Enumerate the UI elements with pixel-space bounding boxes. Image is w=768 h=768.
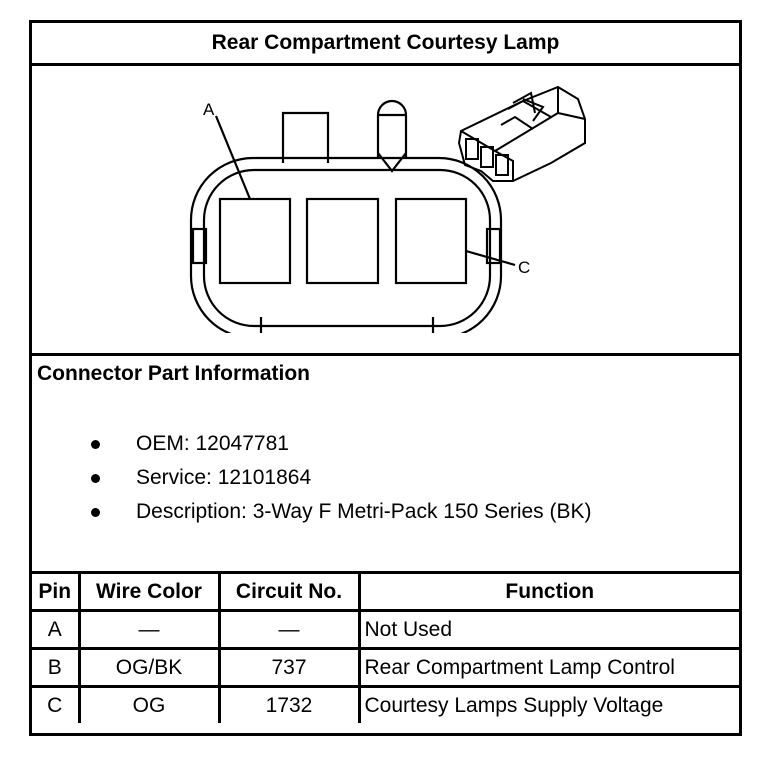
cavity-c — [394, 197, 468, 285]
connector-outer-shell — [189, 156, 503, 333]
connector-iso-view — [457, 85, 586, 182]
info-heading: Connector Part Information — [37, 362, 311, 385]
pin-table: Pin Wire Color Circuit No. Function A — … — [32, 571, 739, 723]
connector-face-drawing: A C — [189, 85, 586, 333]
latch-square — [281, 111, 330, 163]
cell-circuit-no: 737 — [217, 647, 361, 688]
connector-part-info: Connector Part Information OEM: 12047781… — [32, 356, 739, 571]
header-circuit-no: Circuit No. — [217, 571, 361, 612]
left-notch — [191, 227, 208, 265]
connector-sheet: Rear Compartment Courtesy Lamp — [29, 20, 742, 736]
info-list: OEM: 12047781 Service: 12101864 Descript… — [32, 430, 592, 532]
header-pin: Pin — [32, 571, 81, 612]
table-row: A — — Not Used — [32, 609, 739, 650]
connector-diagram: A C — [32, 66, 739, 353]
list-item: Description: 3-Way F Metri-Pack 150 Seri… — [32, 498, 592, 532]
bullet-icon — [91, 508, 100, 517]
connector-inner-shell — [202, 168, 492, 328]
header-function: Function — [357, 571, 739, 612]
cell-pin: B — [32, 647, 81, 688]
cell-wire-color: — — [77, 609, 221, 650]
table-header-row: Pin Wire Color Circuit No. Function — [32, 571, 739, 612]
cell-function: Not Used — [357, 609, 739, 650]
cell-circuit-no: 1732 — [217, 685, 361, 723]
leader-a — [214, 115, 252, 200]
leader-c — [465, 249, 516, 267]
bullet-icon — [91, 440, 100, 449]
cell-pin: A — [32, 609, 81, 650]
header-wire-color: Wire Color — [77, 571, 221, 612]
cell-pin: C — [32, 685, 81, 723]
page-title: Rear Compartment Courtesy Lamp — [32, 23, 739, 66]
cell-wire-color: OG — [77, 685, 221, 723]
bullet-icon — [91, 474, 100, 483]
key-post — [376, 99, 408, 158]
right-notch — [485, 227, 502, 265]
cell-function: Courtesy Lamps Supply Voltage — [357, 685, 739, 723]
table-row: C OG 1732 Courtesy Lamps Supply Voltage — [32, 685, 739, 723]
cell-wire-color: OG/BK — [77, 647, 221, 688]
cell-circuit-no: — — [217, 609, 361, 650]
cavity-a — [218, 197, 292, 285]
section-divider — [32, 353, 739, 356]
table-row: B OG/BK 737 Rear Compartment Lamp Contro… — [32, 647, 739, 688]
label-a: A — [203, 100, 215, 119]
label-c: C — [518, 258, 530, 277]
cavity-b — [305, 197, 380, 285]
list-item: OEM: 12047781 — [32, 430, 592, 464]
list-item: Service: 12101864 — [32, 464, 592, 498]
cell-function: Rear Compartment Lamp Control — [357, 647, 739, 688]
